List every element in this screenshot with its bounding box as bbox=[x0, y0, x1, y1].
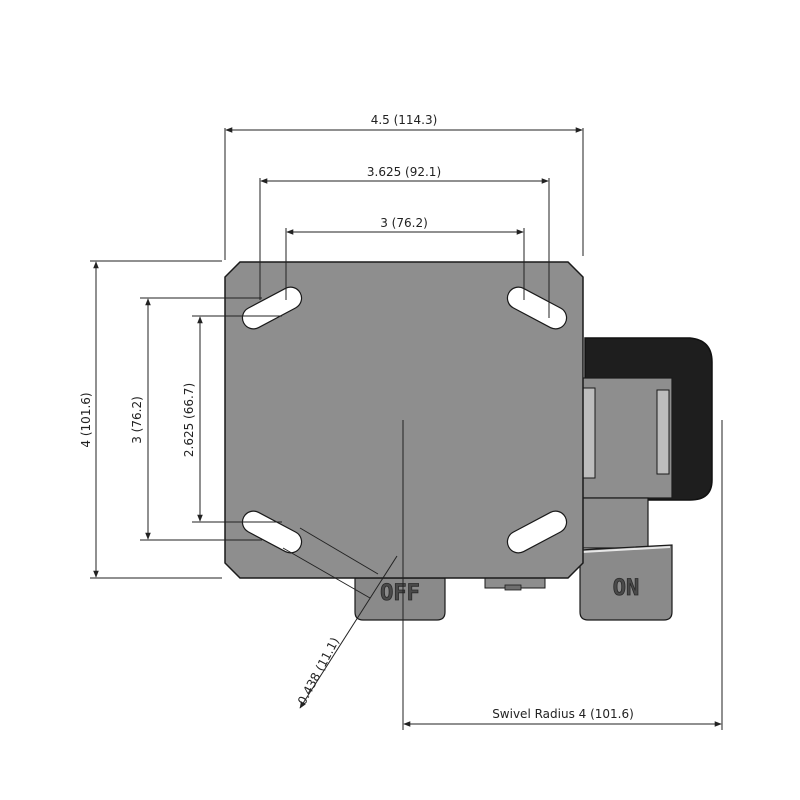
slot-top-left bbox=[241, 286, 303, 330]
top-plate bbox=[224, 261, 584, 579]
dim-inner-slot-span: 3 (76.2) bbox=[380, 216, 428, 230]
fork-hub-right bbox=[656, 389, 670, 475]
brake-label-on: ON bbox=[613, 576, 640, 601]
dim-outer-slot-height: 3 (76.2) bbox=[130, 396, 144, 444]
brake-pedal-off: OFF bbox=[354, 577, 446, 621]
brake-label-off: OFF bbox=[380, 581, 420, 606]
dim-outer-slot-span: 3.625 (92.1) bbox=[367, 165, 441, 179]
axle-bolt bbox=[504, 584, 522, 591]
dim-inner-slot-height: 2.625 (66.7) bbox=[182, 383, 196, 457]
dim-swivel-radius: Swivel Radius 4 (101.6) bbox=[492, 707, 634, 721]
dimension-lines bbox=[90, 127, 723, 730]
dim-slot-width: 0.438 (11.1) bbox=[295, 635, 342, 707]
brake-pedal-on: ON bbox=[579, 544, 673, 621]
dim-overall-width: 4.5 (114.3) bbox=[371, 113, 438, 127]
fork-hub-left bbox=[582, 387, 596, 479]
slot-top-right bbox=[506, 286, 568, 330]
dim-overall-height: 4 (101.6) bbox=[79, 392, 93, 447]
slot-bottom-right bbox=[506, 510, 568, 554]
fork-leg bbox=[579, 497, 649, 549]
wheel-assembly bbox=[484, 337, 713, 591]
